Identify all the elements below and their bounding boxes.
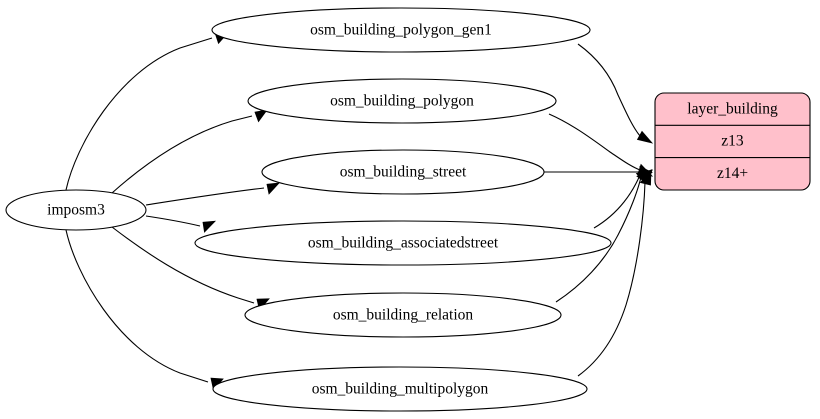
edge-osm-building-polygon-to-layer-z14	[548, 113, 654, 177]
edge-group-tables-to-layer	[544, 43, 654, 377]
node-osm-building-multipolygon[interactable]: osm_building_multipolygon	[212, 366, 588, 412]
edge-imposm3-to-osm-building-street	[145, 182, 281, 206]
node-osm-building-polygon-gen1[interactable]: osm_building_polygon_gen1	[211, 7, 591, 53]
node-osm-building-relation-shape	[244, 292, 562, 338]
node-osm-building-street[interactable]: osm_building_street	[261, 149, 545, 195]
node-osm-building-relation[interactable]: osm_building_relation	[244, 292, 562, 338]
node-imposm3-label: imposm3	[47, 202, 105, 219]
node-osm-building-associatedstreet[interactable]: osm_building_associatedstreet	[194, 220, 612, 266]
edge-osm-building-multipolygon-to-layer-z14	[577, 168, 652, 377]
edge-imposm3-to-osm-building-multipolygon	[65, 229, 224, 391]
layer-building-zoom-z13-label: z13	[721, 133, 744, 150]
node-layer-building-box	[654, 92, 811, 191]
node-layer-building[interactable]: layer_building z13 z14+	[654, 92, 811, 191]
edge-group-source-to-tables	[65, 31, 281, 391]
node-osm-building-associatedstreet-label: osm_building_associatedstreet	[308, 235, 499, 252]
node-osm-building-street-label: osm_building_street	[340, 164, 467, 181]
edge-imposm3-to-osm-building-polygon	[111, 109, 268, 194]
node-osm-building-associatedstreet-shape	[194, 220, 612, 266]
node-osm-building-relation-label: osm_building_relation	[333, 307, 474, 324]
node-osm-building-polygon-shape	[247, 78, 557, 124]
edge-imposm3-to-osm-building-associatedstreet	[145, 215, 217, 233]
node-osm-building-multipolygon-shape	[212, 366, 588, 412]
node-imposm3-shape	[5, 189, 147, 231]
layer-building-zoom-z14-label: z14+	[717, 165, 748, 182]
node-osm-building-multipolygon-label: osm_building_multipolygon	[312, 381, 489, 398]
node-osm-building-polygon-gen1-shape	[211, 7, 591, 53]
node-osm-building-polygon-label: osm_building_polygon	[330, 93, 474, 110]
edge-imposm3-to-osm-building-polygon-gen1	[65, 31, 230, 191]
node-imposm3[interactable]: imposm3	[5, 189, 147, 231]
edge-osm-building-polygon-gen1-to-layer-z13	[577, 43, 654, 144]
node-osm-building-polygon[interactable]: osm_building_polygon	[247, 78, 557, 124]
node-osm-building-street-shape	[261, 149, 545, 195]
node-osm-building-polygon-gen1-label: osm_building_polygon_gen1	[310, 22, 492, 39]
layer-building-name-label: layer_building	[687, 101, 778, 118]
